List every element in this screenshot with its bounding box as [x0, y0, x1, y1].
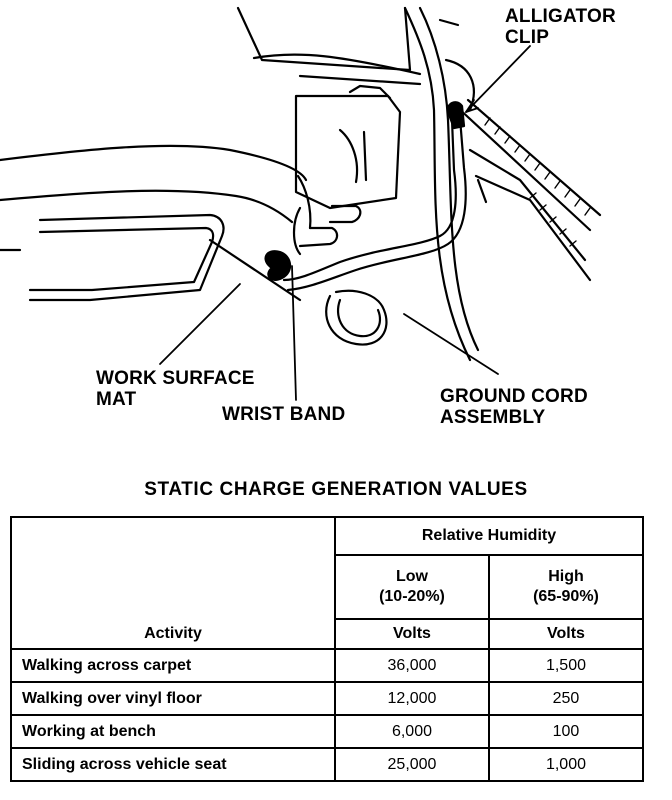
header-high-range: (65-90%): [490, 587, 642, 607]
row-volts-low: 36,000: [335, 649, 489, 682]
row-volts-high: 1,000: [489, 748, 643, 781]
table-title: STATIC CHARGE GENERATION VALUES: [0, 479, 672, 501]
header-low: Low (10-20%): [335, 555, 489, 619]
header-volts-high: Volts: [489, 619, 643, 649]
table-row: Sliding across vehicle seat 25,000 1,000: [11, 748, 643, 781]
static-charge-table: Activity Relative Humidity Low (10-20%) …: [10, 516, 644, 782]
label-alligator-clip: ALLIGATOR CLIP: [505, 6, 616, 48]
label-ground-line1: GROUND CORD: [440, 386, 588, 407]
table-row: Walking over vinyl floor 12,000 250: [11, 682, 643, 715]
header-high: High (65-90%): [489, 555, 643, 619]
row-volts-high: 1,500: [489, 649, 643, 682]
row-volts-low: 12,000: [335, 682, 489, 715]
row-volts-high: 250: [489, 682, 643, 715]
row-activity: Working at bench: [11, 715, 335, 748]
row-volts-high: 100: [489, 715, 643, 748]
header-low-range: (10-20%): [336, 587, 488, 607]
row-volts-low: 6,000: [335, 715, 489, 748]
header-activity: Activity: [11, 517, 335, 649]
row-volts-low: 25,000: [335, 748, 489, 781]
label-ground-line2: ASSEMBLY: [440, 407, 588, 428]
header-relative-humidity: Relative Humidity: [335, 517, 643, 555]
row-activity: Sliding across vehicle seat: [11, 748, 335, 781]
header-volts-low: Volts: [335, 619, 489, 649]
label-mat-line1: WORK SURFACE: [96, 368, 255, 389]
label-alligator-line2: CLIP: [505, 27, 616, 48]
label-alligator-line1: ALLIGATOR: [505, 6, 616, 27]
row-activity: Walking over vinyl floor: [11, 682, 335, 715]
header-low-label: Low: [336, 567, 488, 587]
label-ground-cord-assembly: GROUND CORD ASSEMBLY: [440, 386, 588, 428]
work-surface-mat: [0, 215, 300, 300]
label-wrist-band: WRIST BAND: [222, 404, 345, 425]
vehicle-frame-lines: [238, 8, 600, 360]
header-high-label: High: [490, 567, 642, 587]
table-row: Walking across carpet 36,000 1,500: [11, 649, 643, 682]
table-row: Working at bench 6,000 100: [11, 715, 643, 748]
row-activity: Walking across carpet: [11, 649, 335, 682]
